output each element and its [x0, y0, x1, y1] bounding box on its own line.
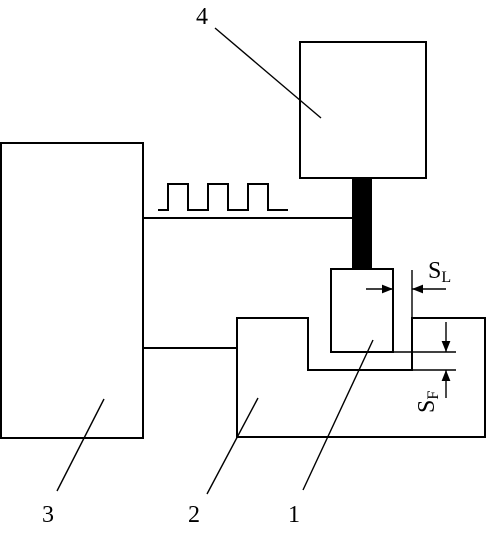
label-sl-sub: L: [441, 269, 451, 286]
shaft: [352, 178, 372, 269]
leader-4: [214, 27, 322, 119]
label-1: 1: [288, 502, 300, 528]
part-1-electrode: [330, 268, 394, 353]
label-sf-main: S: [414, 400, 440, 413]
label-sf: SF: [414, 391, 442, 413]
leader-3: [56, 398, 105, 492]
part-2-workpiece: [236, 317, 486, 438]
box-4: [299, 41, 427, 179]
label-3: 3: [42, 502, 54, 528]
box-3: [0, 142, 144, 439]
pulse-waveform: [158, 183, 288, 211]
label-2: 2: [188, 502, 200, 528]
leader-1: [302, 339, 374, 491]
label-sl-main: S: [428, 258, 441, 284]
label-sf-sub: F: [425, 391, 442, 400]
label-4: 4: [196, 4, 208, 30]
leader-2: [206, 397, 259, 495]
label-sl: SL: [428, 258, 451, 286]
